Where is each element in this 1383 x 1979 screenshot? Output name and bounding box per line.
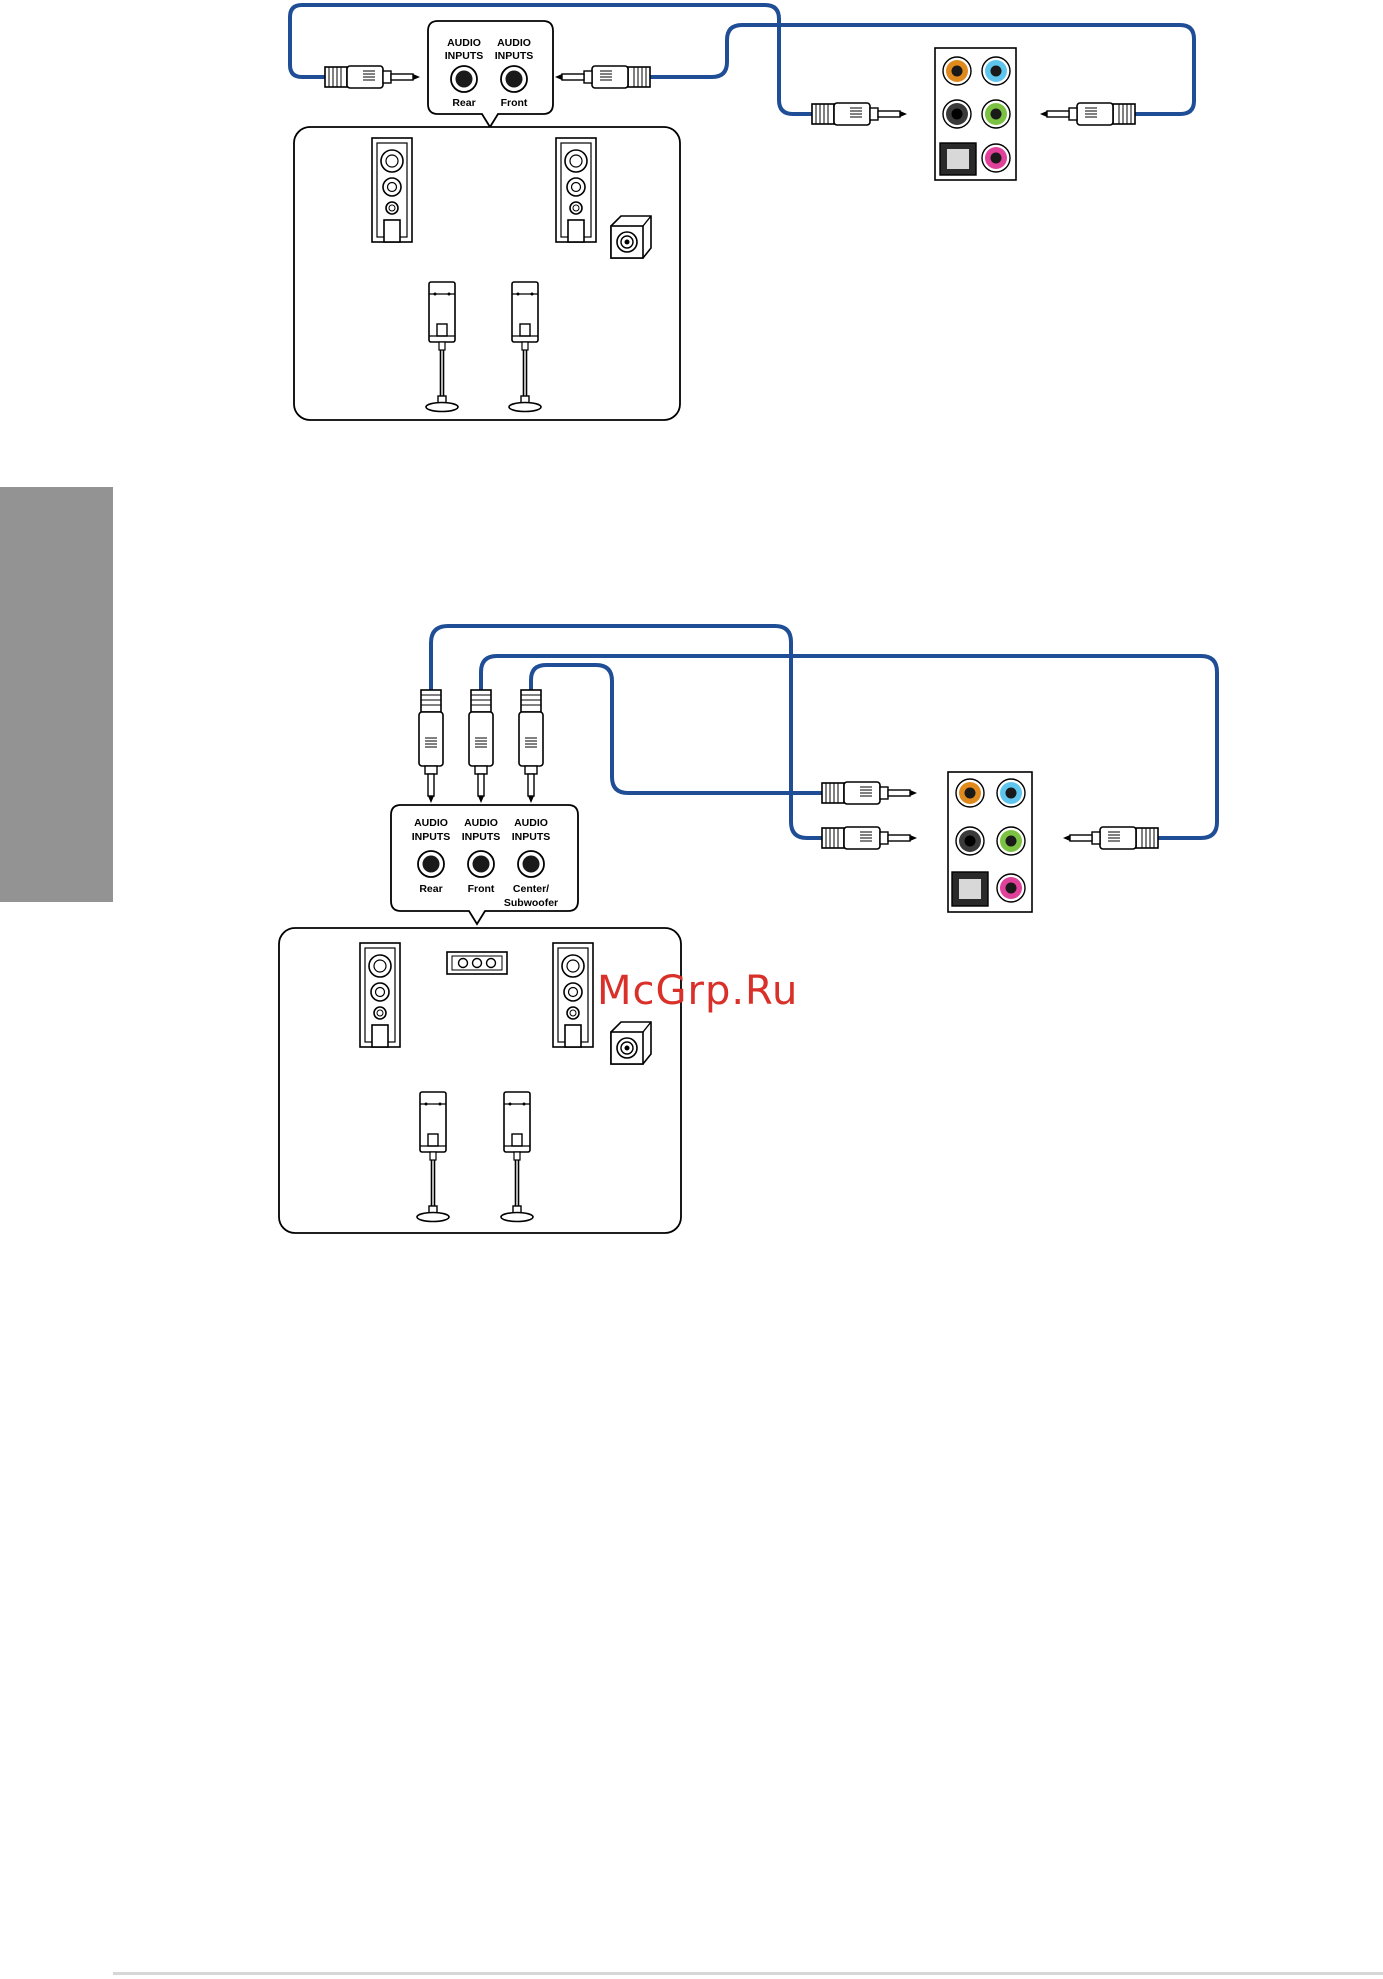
bottom-rule [113,1972,1383,1975]
jack-front-bottom [468,851,494,877]
jack-bottom-front-line2: INPUTS [462,831,501,843]
jack-bottom-rear-line1: AUDIO [414,817,448,829]
jack-bottom-front-line1: AUDIO [464,817,498,829]
subwoofer-top [611,216,651,258]
jack-front-top [501,66,527,92]
cable-front-bottom [481,656,1217,838]
speaker-front-right-bottom [553,943,593,1047]
plug-io-green-top [1040,103,1135,125]
jack-bottom-rear-caption: Rear [419,883,442,895]
jack-bottom-center-caption: Center/ [513,883,549,895]
jack-rear-bottom [418,851,444,877]
plug-center-bottom [519,690,543,803]
jack-top-rear-line2: INPUTS [445,50,484,62]
jack-top-front-line1: AUDIO [497,37,531,49]
jack-top-front-caption: Front [501,97,528,109]
speaker-front-left-top [372,138,412,242]
jack-top-rear-caption: Rear [452,97,475,109]
jack-top-front-line2: INPUTS [495,50,534,62]
plug-io-green-bottom [1063,827,1158,849]
subwoofer-bottom [611,1022,651,1064]
speaker-box-top [294,127,680,420]
cable-center-bottom [531,665,822,793]
io-panel-bottom [948,772,1032,912]
plug-io-orange-top [812,103,907,125]
speaker-front-left-bottom [360,943,400,1047]
jack-rear-top [451,66,477,92]
jack-center-bottom [518,851,544,877]
jack-bottom-center-line2: INPUTS [512,831,551,843]
jack-bottom-front-caption: Front [468,883,495,895]
jack-bottom-center-line1: AUDIO [514,817,548,829]
plug-io-black-bottom [822,827,917,849]
top-diagram: AUDIO INPUTS Rear AUDIO INPUTS Front [290,5,1194,420]
plug-io-orange-bottom [822,782,917,804]
cable-front-top [650,25,1194,114]
jack-bottom-rear-line2: INPUTS [412,831,451,843]
plug-rear-bottom [419,690,443,803]
plug-front-top [555,66,650,88]
bottom-diagram: AUDIO INPUTS Rear AUDIO INPUTS Front AUD… [279,626,1217,1233]
plug-front-bottom [469,690,493,803]
jack-top-rear-line1: AUDIO [447,37,481,49]
watermark: McGrp.Ru [597,968,798,1014]
jack-bottom-center-caption2: Subwoofer [504,897,558,909]
plug-rear-top [325,66,420,88]
speaker-front-right-top [556,138,596,242]
speaker-center-bottom [447,952,507,974]
io-panel-top [935,48,1016,180]
